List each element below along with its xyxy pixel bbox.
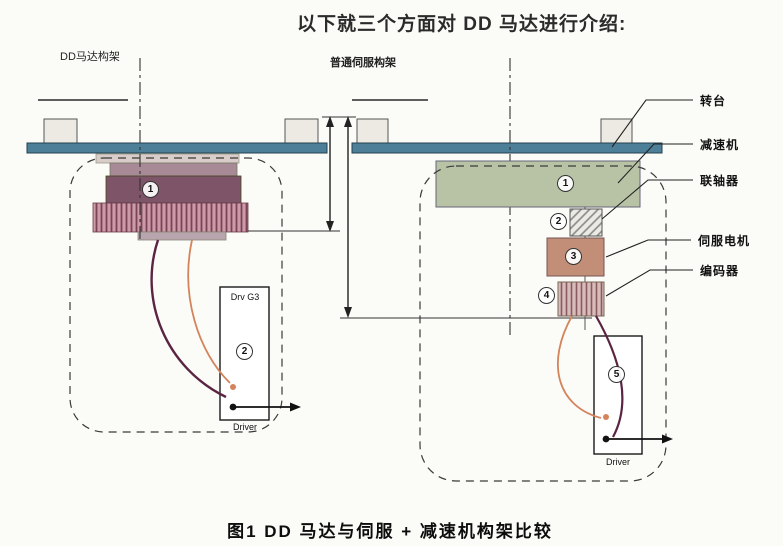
part-label-encoder: 编码器	[700, 264, 740, 278]
dim-right-arrow-top	[344, 116, 352, 127]
left-motor-body-block	[105, 175, 242, 204]
page-title: 以下就三个方面对 DD 马达进行介绍:	[297, 14, 627, 35]
part-label-turntable: 转台	[700, 94, 727, 108]
part-label-reducer: 减速机	[700, 138, 740, 152]
left-structure-label: DD马达构架	[60, 51, 120, 63]
dim-left-arrow-top	[326, 116, 334, 127]
dim-right-arrow-bottom	[344, 307, 352, 318]
right-dashed-outline	[419, 165, 667, 482]
dim-left-arrow-bottom	[326, 221, 334, 232]
marker-reducer: 1	[557, 175, 574, 192]
right-mount-block-right	[600, 118, 633, 144]
right-output-arrowhead	[662, 434, 673, 444]
leader-line-turntable	[611, 99, 693, 148]
marker-encoder: 4	[538, 287, 555, 304]
left-turntable-platform	[26, 142, 328, 154]
right-reducer-block	[435, 160, 641, 208]
marker-coupling: 2	[550, 213, 567, 230]
left-mount-block-right	[284, 118, 319, 144]
part-label-coupling: 联轴器	[700, 174, 740, 188]
left-driver-label-text: Driver	[233, 422, 257, 432]
right-encoder-block	[557, 281, 605, 317]
left-motor-stator-band	[92, 202, 249, 233]
right-driver-box	[593, 335, 643, 455]
left-driver-model-text: Drv G3	[230, 292, 260, 302]
part-label-servo-motor: 伺服电机	[698, 234, 751, 248]
left-motor-upper-block	[109, 162, 238, 177]
left-mount-block-left	[43, 118, 78, 144]
left-output-arrowhead	[290, 402, 301, 412]
leader-line-coupling	[601, 179, 693, 220]
left-wire-dark	[150, 239, 227, 399]
left-motor-base-plate	[137, 231, 227, 241]
marker-servo-motor: 3	[565, 248, 582, 265]
left-dashed-outline	[69, 157, 283, 433]
marker-dd-motor: 1	[142, 181, 159, 198]
right-coupling-block	[569, 208, 603, 237]
figure-caption: 图1 DD 马达与伺服 + 减速机构架比较	[227, 522, 553, 541]
leader-line-reducer	[617, 143, 693, 184]
right-structure-label: 普通伺服构架	[330, 57, 396, 69]
left-wire-orange	[187, 239, 231, 384]
marker-dd-driver: 2	[236, 343, 253, 360]
right-driver-terminal-orange	[603, 414, 609, 420]
right-wire-orange	[557, 315, 602, 419]
marker-servo-driver: 5	[608, 366, 625, 383]
right-driver-label-text: Driver	[606, 457, 630, 467]
right-mount-block-left	[356, 118, 389, 144]
leader-line-servo-motor	[605, 239, 691, 258]
leader-line-encoder	[605, 269, 693, 297]
left-driver-terminal-orange	[230, 384, 236, 390]
right-turntable-platform	[351, 142, 663, 154]
